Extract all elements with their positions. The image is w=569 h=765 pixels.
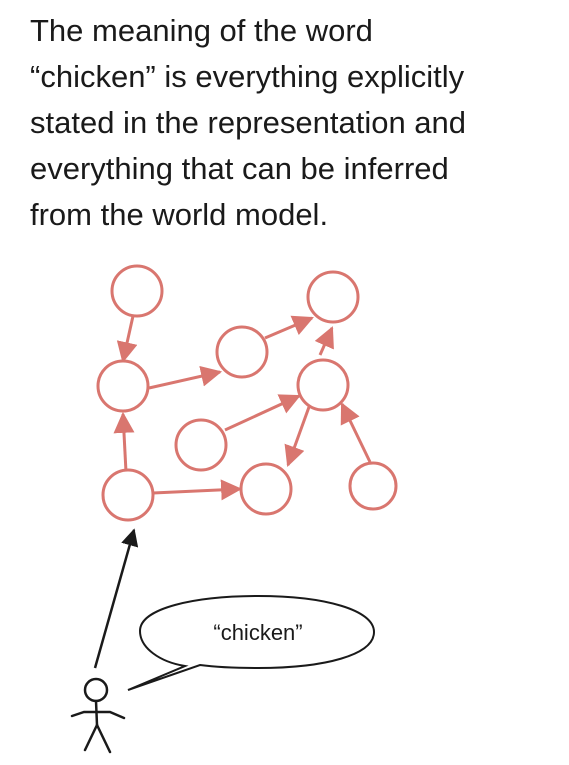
caption-line: stated in the representation and xyxy=(30,105,467,140)
node xyxy=(215,325,269,379)
edge xyxy=(224,394,301,432)
reference-arrow xyxy=(93,528,139,669)
edge xyxy=(116,315,138,364)
person-head xyxy=(83,677,109,703)
speech-bubble-text: “chicken” xyxy=(213,620,302,645)
person-legs xyxy=(83,723,112,754)
node xyxy=(110,264,164,318)
node xyxy=(101,468,155,522)
node xyxy=(174,418,228,472)
caption: The meaning of the word “chicken” is eve… xyxy=(30,8,560,238)
node xyxy=(306,270,360,324)
network-edges xyxy=(113,315,372,501)
caption-line: from the world model. xyxy=(30,197,329,232)
node xyxy=(96,359,150,413)
edge xyxy=(148,365,223,390)
caption-line: everything that can be inferred xyxy=(30,151,449,186)
speech-bubble-shape xyxy=(127,594,376,691)
person-arms xyxy=(70,710,126,720)
network-nodes xyxy=(96,264,398,522)
node xyxy=(348,461,398,511)
edge xyxy=(314,326,334,356)
edge xyxy=(113,411,135,473)
stick-figure-person xyxy=(70,677,126,754)
node xyxy=(239,462,293,516)
edge xyxy=(284,406,311,467)
speech-bubble: “chicken” xyxy=(127,594,376,691)
edge xyxy=(340,402,372,463)
caption-line: The meaning of the word xyxy=(30,13,373,48)
edge xyxy=(152,479,243,501)
node xyxy=(296,358,350,412)
caption-line: “chicken” is everything explicitly xyxy=(30,59,465,94)
edge xyxy=(264,315,314,340)
